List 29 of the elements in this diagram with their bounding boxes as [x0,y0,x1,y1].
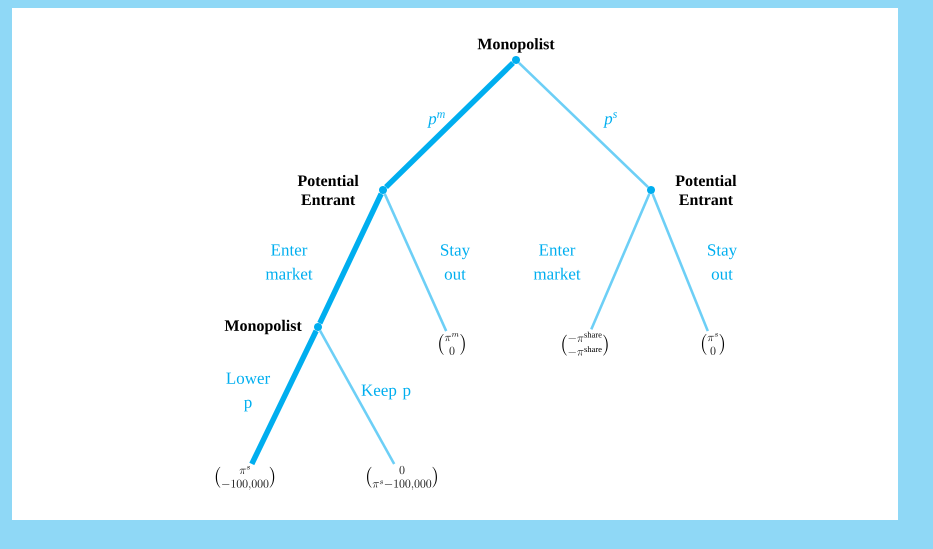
decision-node: Potential Entrant [647,174,736,206]
payoff-vector: $\binom{\pi^{s}}{-100{,}000}$ [216,466,274,490]
edge-label: p$^{s}$ [603,112,617,128]
edge-label: Enter market [266,244,313,280]
branch-line [318,330,396,465]
edge-label: Stay out [708,244,738,280]
branch-line [317,192,384,324]
node-label: Potential Entrant [676,174,736,206]
branch-line [384,60,515,190]
branch-line [651,193,709,332]
branch-line [384,193,448,332]
payoff-vector: $\binom{0}{\pi^{s}-100{,}000}$ [367,466,437,490]
payoff-vector: $\binom{-\pi^{\mathrm{share}}}{-\pi^{\mathrm{share}}}$ [562,332,608,356]
edge-label: p$^{m}$ [427,112,445,128]
edge-label: Lower p [226,372,270,412]
node-label: Potential Entrant [298,174,358,206]
branch-line [590,193,651,330]
node-label: Monopolist [478,38,555,53]
decision-node: Potential Entrant [298,174,387,206]
branch-line [518,62,649,188]
payoff-vector: $\binom{\pi^{s}}{0}$ [702,333,724,355]
decision-node: Monopolist [224,320,322,334]
edge-label: Keep p [361,384,410,400]
payoff-vector: $\binom{\pi^{m}}{0}$ [439,333,465,355]
edge-label: Stay out [441,244,470,280]
edge-label: Enter market [534,244,581,280]
node-label: Monopolist [224,320,302,334]
branch-line [249,330,319,466]
decision-node: Monopolist [478,38,555,64]
